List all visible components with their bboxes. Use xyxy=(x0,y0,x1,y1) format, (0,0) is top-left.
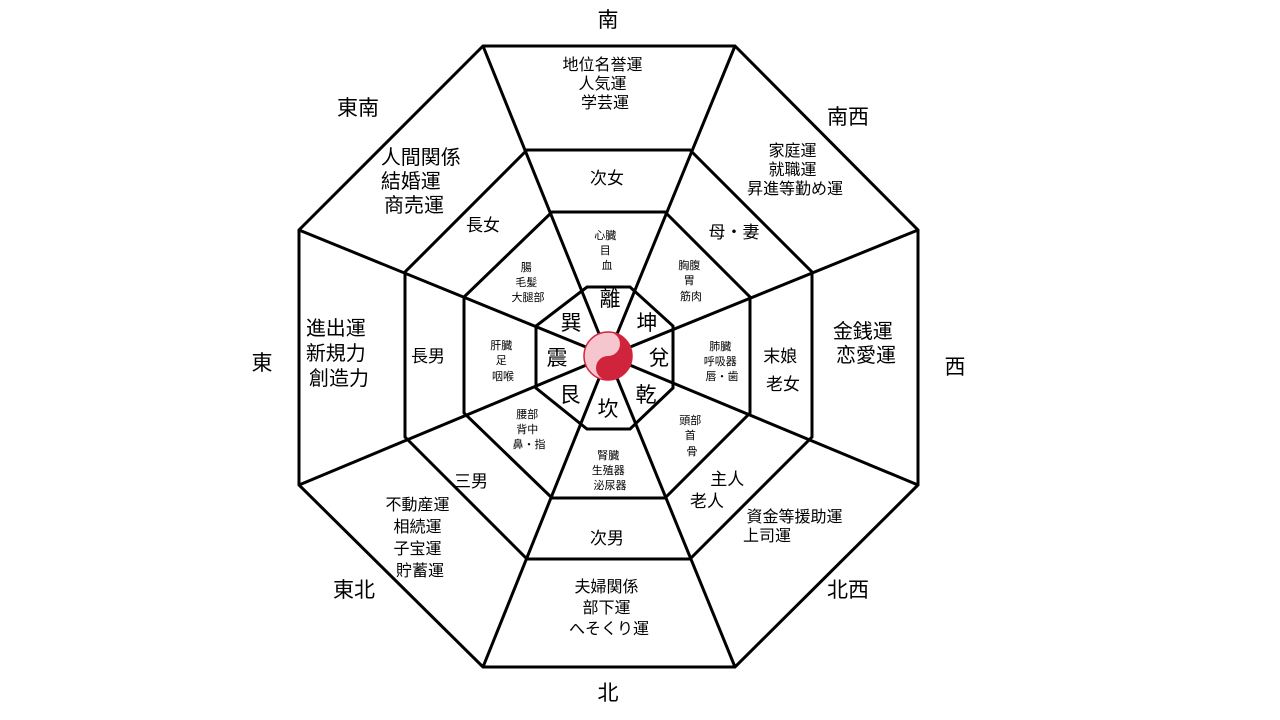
body-southwest: 胸腹 胃 筋肉 xyxy=(678,258,704,303)
core-octagon xyxy=(534,285,675,431)
fortune-northwest: 資金等援助運 上司運 xyxy=(743,507,848,545)
direction-north: 北 xyxy=(598,681,619,705)
trigram-south: 離 xyxy=(600,287,621,311)
body-south: 心臓 目 血 xyxy=(594,229,620,272)
family-west: 末娘 老女 xyxy=(763,347,802,395)
family-south: 次女 xyxy=(590,169,624,189)
spokes xyxy=(298,45,919,668)
body-southeast: 腸 毛髪 大腿部 xyxy=(512,261,545,304)
direction-east: 東 xyxy=(252,351,273,375)
direction-west: 西 xyxy=(945,355,966,379)
direction-labels: 南 南西 西 北西 北 東北 東 東南 xyxy=(252,8,966,705)
family-southwest: 母・妻 xyxy=(709,223,760,243)
fortune-west: 金銭運 恋愛運 xyxy=(833,319,899,367)
fortune-southeast: 人間関係 結婚運 商売運 xyxy=(381,145,467,217)
family-ring: 次女 母・妻 末娘 老女 主人 老人 次男 三男 長男 長女 xyxy=(411,169,802,549)
trigram-northwest: 乾 xyxy=(636,383,657,407)
fortune-north: 夫婦関係 部下運 へそくり運 xyxy=(569,577,649,638)
fortune-south: 地位名誉運 人気運 学芸運 xyxy=(562,55,647,112)
fortune-northeast: 不動産運 相続運 子宝運 貯蓄運 xyxy=(385,495,454,580)
family-southeast: 長女 xyxy=(466,216,500,236)
body-north: 腎臓 生殖器 泌尿器 xyxy=(592,449,629,492)
trigram-west: 兌 xyxy=(649,346,670,370)
family-northwest: 主人 老人 xyxy=(690,470,750,512)
body-ring: 心臓 目 血 胸腹 胃 筋肉 肺臓 呼吸器 唇・歯 頭部 首 骨 腎臓 生殖器 … xyxy=(490,229,741,492)
trigram-southeast: 巽 xyxy=(561,311,582,335)
body-northwest: 頭部 首 骨 xyxy=(679,413,705,458)
direction-southwest: 南西 xyxy=(827,105,869,129)
fortune-southwest: 家庭運 就職運 昇進等勤め運 xyxy=(747,141,843,198)
fortune-east: 進出運 新規力 創造力 xyxy=(306,316,372,390)
family-northeast: 三男 xyxy=(454,472,488,492)
yin-yang-icon xyxy=(583,331,633,381)
trigram-southwest: 坤 xyxy=(637,311,658,335)
family-north: 次男 xyxy=(590,529,624,549)
direction-south: 南 xyxy=(598,8,619,32)
body-east: 肝臓 足 咽喉 xyxy=(490,339,516,383)
trigram-north: 坎 xyxy=(598,397,619,421)
direction-northwest: 北西 xyxy=(827,578,869,602)
family-east: 長男 xyxy=(411,347,445,367)
direction-southeast: 東南 xyxy=(337,96,379,120)
body-northeast: 腰部 背中 鼻・指 xyxy=(513,407,546,451)
trigram-northeast: 艮 xyxy=(560,383,581,407)
direction-northeast: 東北 xyxy=(333,578,375,602)
fortune-ring: 地位名誉運 人気運 学芸運 家庭運 就職運 昇進等勤め運 金銭運 恋愛運 資金等… xyxy=(306,55,899,638)
trigram-ring: 離 坤 兌 乾 坎 艮 震 巽 xyxy=(547,287,670,421)
body-west: 肺臓 呼吸器 唇・歯 xyxy=(704,340,741,383)
trigram-east: 震 xyxy=(547,346,568,370)
